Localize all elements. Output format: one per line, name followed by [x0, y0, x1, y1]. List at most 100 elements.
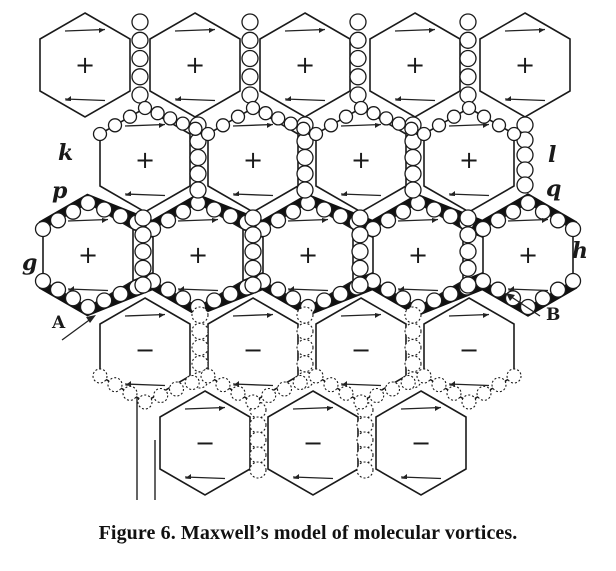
- idle-wheel: [459, 242, 477, 261]
- idle-wheel: [174, 203, 192, 220]
- idle-wheel: [442, 285, 459, 303]
- rotation-arrow: [124, 383, 166, 387]
- idle-wheel: [215, 377, 231, 393]
- rotation-arrow: [397, 288, 439, 292]
- idle-wheel: [96, 292, 113, 309]
- idle-wheel: [131, 68, 149, 86]
- idle-wheel: [489, 212, 507, 229]
- idle-wheel: [356, 431, 374, 449]
- idle-wheel: [131, 49, 149, 68]
- idle-wheel: [416, 126, 432, 142]
- idle-wheel: [369, 387, 385, 404]
- idle-wheel: [349, 49, 367, 68]
- idle-wheel: [296, 338, 314, 357]
- rotation-arrow: [177, 218, 219, 222]
- rotation-arrowhead: [233, 191, 239, 196]
- idle-wheel: [461, 394, 477, 410]
- rotation-arrow: [232, 193, 274, 197]
- rotation-arrowhead: [68, 286, 74, 291]
- idle-wheel: [244, 209, 262, 227]
- rotation-arrow: [394, 98, 436, 102]
- rotation-arrowhead: [375, 313, 381, 318]
- rotation-arrow: [292, 406, 334, 410]
- idle-wheel: [379, 281, 397, 298]
- current-arrows: [61, 293, 541, 341]
- idle-wheel: [283, 116, 298, 131]
- rotation-arrowhead: [125, 381, 131, 386]
- idle-wheel: [491, 118, 507, 133]
- rotation-arrow: [174, 98, 216, 102]
- rotation-arrowhead: [65, 96, 71, 101]
- idle-wheel: [241, 86, 259, 104]
- rotation-arrowhead: [99, 28, 105, 33]
- rotation-arrowhead: [209, 28, 215, 33]
- idle-wheel: [296, 165, 314, 183]
- idle-wheel: [269, 212, 287, 229]
- idle-wheel: [206, 201, 223, 218]
- idle-wheel: [184, 374, 200, 391]
- idle-wheel: [64, 290, 82, 307]
- vortex-sign: −: [351, 336, 371, 364]
- vortex-sign: +: [295, 51, 315, 79]
- rotation-arrow: [507, 218, 549, 222]
- rotation-arrow: [284, 28, 326, 32]
- rotation-arrow: [284, 98, 326, 102]
- idle-wheel: [391, 116, 406, 131]
- idle-wheel: [459, 31, 477, 49]
- idle-wheel: [332, 207, 349, 225]
- idle-wheel: [296, 322, 314, 340]
- idle-wheel: [404, 165, 422, 183]
- idle-wheel: [564, 220, 582, 238]
- cell-signs: ++++++++++++++−−−−−−−: [75, 51, 538, 457]
- idle-wheel: [122, 385, 138, 401]
- vortex-sign: +: [408, 241, 428, 269]
- vortex-sign: −: [411, 429, 431, 457]
- idle-wheel: [175, 116, 190, 131]
- idle-wheel: [241, 49, 259, 68]
- rotation-arrow: [340, 123, 382, 127]
- idle-wheel: [308, 126, 324, 142]
- idle-wheel: [191, 322, 209, 340]
- arrow-A: [61, 317, 93, 341]
- rotation-arrowhead: [233, 381, 239, 386]
- idle-wheel: [404, 306, 422, 324]
- idle-wheel: [349, 68, 367, 86]
- idle-wheel: [338, 109, 354, 124]
- rotation-arrow: [232, 313, 274, 317]
- rotation-arrow: [504, 98, 546, 102]
- idle-wheel: [244, 259, 262, 277]
- vortex-sign: +: [518, 241, 538, 269]
- idle-wheel: [519, 194, 537, 212]
- idle-wheel: [474, 220, 492, 238]
- idle-wheel: [338, 385, 354, 401]
- rotation-arrow: [292, 476, 334, 480]
- rotation-arrowhead: [185, 474, 191, 479]
- idle-wheel: [459, 13, 477, 31]
- label-h: h: [572, 238, 588, 264]
- idle-wheel: [349, 86, 367, 104]
- idle-wheel: [276, 381, 293, 397]
- vortex-sign: −: [459, 336, 479, 364]
- rotation-arrowhead: [398, 286, 404, 291]
- rotation-arrowhead: [159, 123, 165, 128]
- rotation-arrows: [64, 28, 549, 480]
- rotation-arrowhead: [285, 96, 291, 101]
- rotation-arrowhead: [288, 286, 294, 291]
- idle-wheel: [188, 121, 203, 136]
- idle-wheel: [516, 176, 534, 194]
- idle-wheel: [379, 212, 397, 229]
- idle-wheel: [296, 355, 314, 373]
- idle-wheel: [476, 109, 492, 124]
- idle-wheels: [34, 13, 582, 479]
- rotation-arrow: [504, 28, 546, 32]
- idle-wheel: [241, 68, 259, 86]
- idle-wheel: [284, 203, 302, 220]
- vortex-sign: +: [351, 146, 371, 174]
- idle-wheel: [189, 181, 207, 199]
- idle-wheel: [356, 461, 374, 479]
- idle-wheel: [245, 394, 261, 410]
- idle-wheel: [296, 181, 314, 199]
- idle-wheel: [34, 220, 52, 238]
- idle-wheel: [296, 121, 311, 136]
- idle-wheel: [332, 285, 349, 303]
